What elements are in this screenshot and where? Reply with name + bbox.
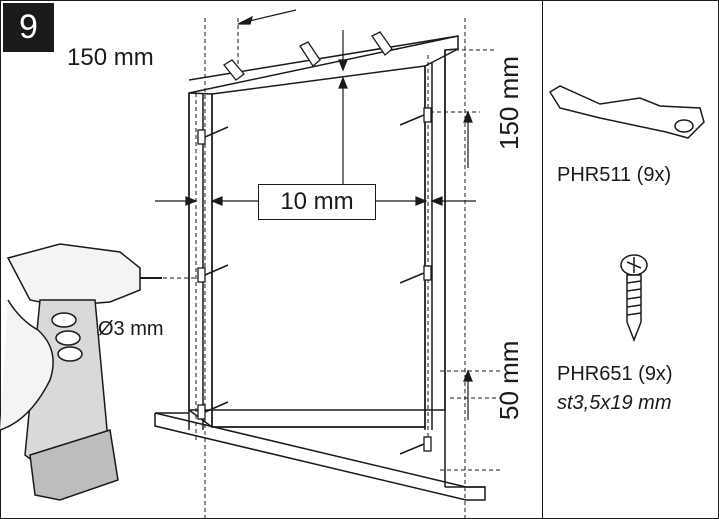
right-bottom-dimension-label: 50 mm xyxy=(494,340,524,420)
clip-bracket-icon xyxy=(548,85,705,139)
panel-divider xyxy=(542,0,543,519)
mounted-clips xyxy=(197,31,432,452)
drill-bit-label: Ø3 mm xyxy=(98,318,164,340)
part-bracket-code: PHR511 (9x) xyxy=(557,164,672,186)
screw-icon xyxy=(620,254,648,343)
inner-offset-label: 10 mm xyxy=(258,184,376,220)
right-top-dimension-label: 150 mm xyxy=(494,56,524,150)
part-screw-spec: st3,5x19 mm xyxy=(557,392,672,414)
top-spacing-label: 150 mm xyxy=(67,44,154,71)
frame-inner xyxy=(211,65,426,428)
part-screw-code: PHR651 (9x) xyxy=(557,363,673,385)
drill-icon xyxy=(0,243,162,501)
step-number-badge: 9 xyxy=(3,3,54,52)
